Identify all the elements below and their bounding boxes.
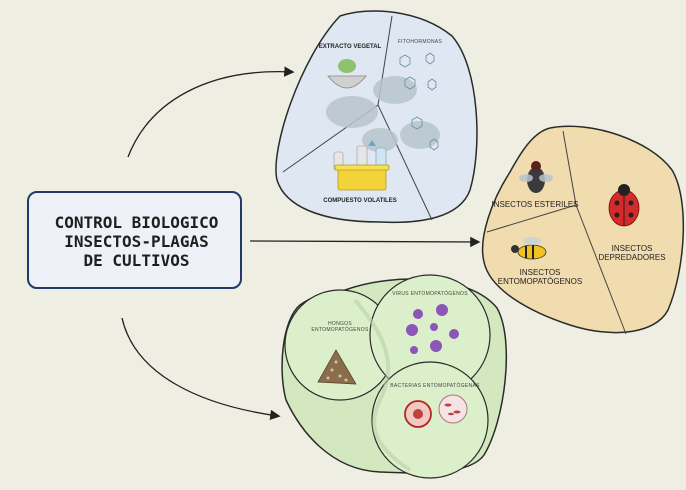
- virus-particles-icon: [406, 304, 459, 354]
- label-predator-line: DEPREDADORES: [598, 253, 666, 263]
- main-title-line: CONTROL BIOLOGICO: [54, 213, 219, 232]
- arrow-to-microorganisms: [121, 317, 281, 421]
- label-entomopathogen-line: INSECTOS: [519, 268, 561, 277]
- mortar-icon: [327, 59, 367, 89]
- molecule-icons: [399, 52, 439, 151]
- label-entomopathogen-insects: INSECTOS ENTOMOPATÓGENOS: [495, 268, 585, 286]
- wasp-icon: [511, 237, 547, 260]
- label-entomopathogen-line: ENTOMOPATÓGENOS: [497, 277, 583, 287]
- label-virus: VIRUS ENTOMOPATÓGENOS: [392, 291, 468, 297]
- label-phytohormones: FITOHORMONAS: [397, 39, 443, 45]
- insects-panel: [481, 125, 685, 335]
- fungi-illustration: [317, 349, 357, 385]
- main-title-line: INSECTOS-PLAGAS: [64, 232, 209, 251]
- label-sterile-insects: INSECTOS ESTERILES: [491, 200, 579, 209]
- label-fungi: HONGOS ENTOMOPATÓGENOS: [310, 321, 370, 334]
- arrow-to-insects: [249, 236, 481, 248]
- main-title: CONTROL BIOLOGICO INSECTOS-PLAGAS DE CUL…: [29, 213, 240, 270]
- plant-extracts-panel: [275, 10, 478, 224]
- main-concept-box: CONTROL BIOLOGICO INSECTOS-PLAGAS DE CUL…: [27, 191, 242, 289]
- label-bacteria: BACTERIAS ENTOMOPATÓGENAS: [390, 383, 480, 389]
- label-fungi-line: HONGOS: [327, 321, 353, 327]
- label-predator-line: INSECTOS: [611, 244, 653, 253]
- label-fungi-line: ENTOMOPATÓGENOS: [311, 326, 369, 333]
- yellow-container-icon: [334, 164, 390, 191]
- label-plant-extract: EXTRACTO VEGETAL: [318, 44, 382, 50]
- main-title-line: DE CULTIVOS: [83, 251, 190, 270]
- ladybug-icon: [608, 184, 640, 227]
- fly-icon: [519, 161, 553, 193]
- microorganisms-panel: [281, 274, 508, 479]
- label-volatile-compounds: COMPUESTO VOLATILES: [323, 198, 397, 204]
- bacteria-petri-icons: [404, 394, 468, 428]
- arrow-to-plant-extracts: [127, 66, 295, 158]
- label-predator-insects: INSECTOS DEPREDADORES: [592, 244, 672, 262]
